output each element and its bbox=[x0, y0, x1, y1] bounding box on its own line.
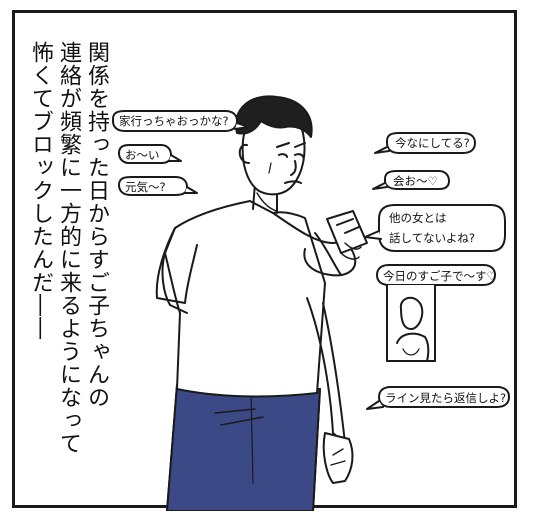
message-bubble: お〜い bbox=[125, 148, 160, 162]
narration-column-2: 連絡が頻繁に一方的に来るようになって bbox=[56, 41, 81, 455]
narration-column-3: 怖くてブロックしたんだ―― bbox=[28, 41, 53, 340]
man-with-phone-illustration bbox=[112, 95, 510, 511]
message-bubble: 今なにしてる? bbox=[395, 136, 470, 150]
comic-panel: 関係を持った日からすご子ちゃんの 連絡が頻繁に一方的に来るようになって 怖くてブ… bbox=[12, 10, 517, 511]
message-bubble: 家行っちゃおっかな? bbox=[119, 114, 229, 128]
message-bubble: 元気〜? bbox=[125, 180, 166, 194]
message-bubble: 会お〜♡ bbox=[393, 174, 438, 188]
narration-column-1: 関係を持った日からすご子ちゃんの bbox=[84, 41, 109, 409]
message-bubble: 話してないよね? bbox=[389, 231, 476, 245]
message-bubble: 今日のすご子で〜す♡ bbox=[383, 269, 497, 283]
message-bubble: 他の女とは bbox=[389, 211, 447, 225]
message-bubble: ライン見たら返信しよ? bbox=[385, 391, 507, 405]
